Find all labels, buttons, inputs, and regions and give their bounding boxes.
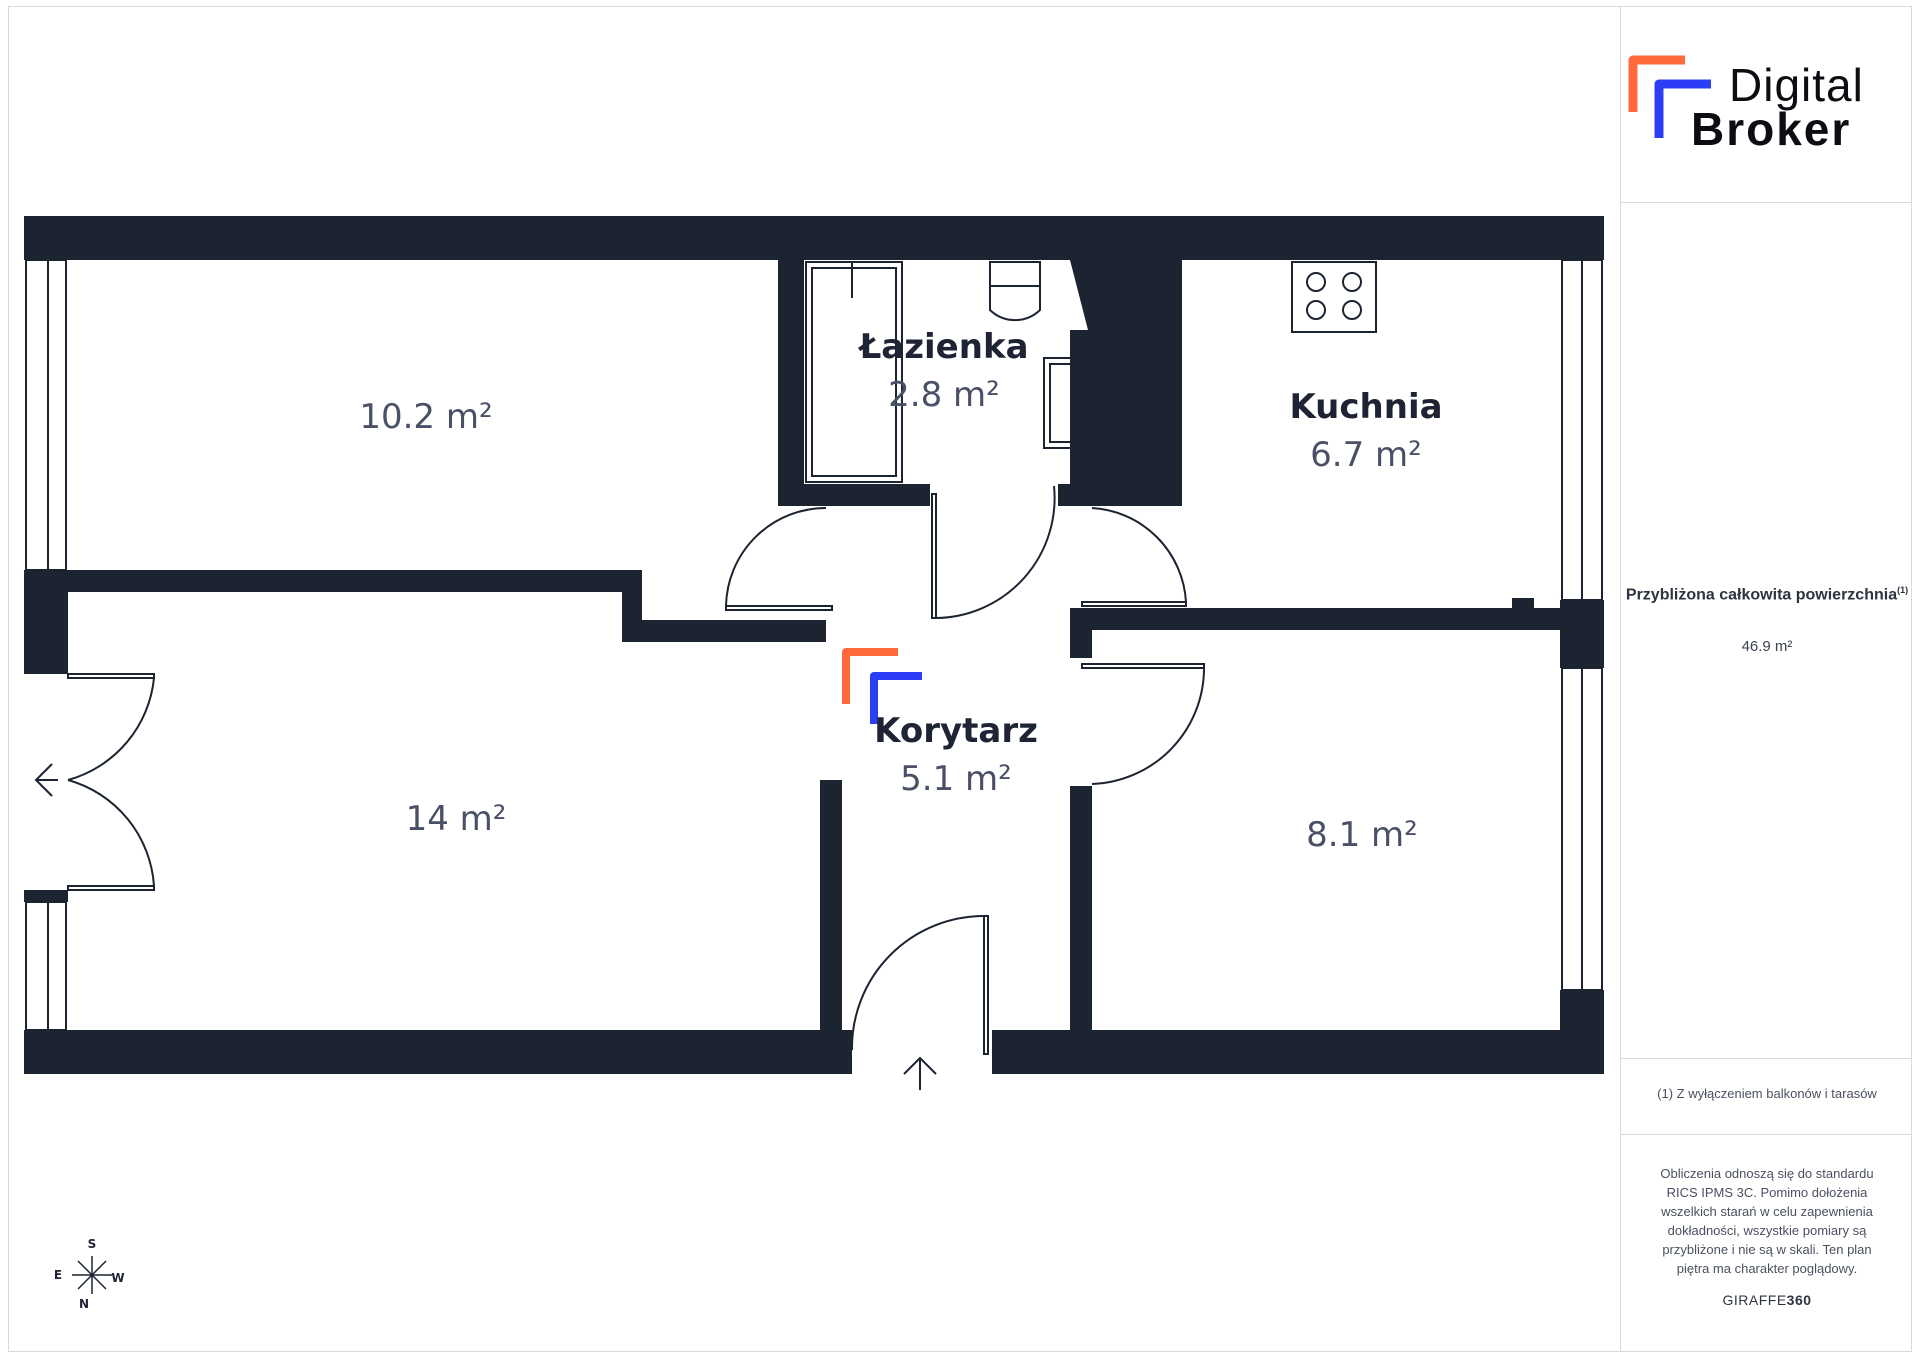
room-area: 2.8 m² bbox=[888, 375, 1000, 415]
logo-mark-blue-icon bbox=[870, 672, 922, 724]
compass-n: N bbox=[79, 1297, 89, 1311]
sidebar: Digital Broker Przybliżona całkowita pow… bbox=[1620, 6, 1912, 1352]
sidebar-divider bbox=[1621, 1134, 1912, 1135]
compass-rose-icon bbox=[72, 1256, 112, 1294]
total-area-footnote-marker: (1) bbox=[1897, 585, 1909, 595]
brand-name: Digital Broker bbox=[1691, 62, 1864, 152]
walls bbox=[24, 216, 1604, 1074]
entrance-arrow-icon bbox=[903, 1056, 937, 1090]
compass-e: E bbox=[54, 1268, 62, 1282]
room-label: Łazienka bbox=[857, 327, 1028, 367]
logo-mark-orange-icon bbox=[842, 648, 898, 704]
compass-s: S bbox=[88, 1237, 97, 1251]
credit-bold: 360 bbox=[1786, 1292, 1812, 1308]
compass-w: W bbox=[111, 1271, 124, 1285]
brand-name-line1: Digital bbox=[1729, 59, 1864, 111]
total-area-title: Przybliżona całkowita powierzchnia(1) bbox=[1621, 578, 1913, 607]
room-labels: 10.2 m² Łazienka 2.8 m² Kuchnia 6.7 m² 1… bbox=[359, 327, 1442, 855]
windows bbox=[25, 259, 1603, 1031]
room-label: Korytarz bbox=[874, 711, 1038, 751]
total-area-title-text: Przybliżona całkowita powierzchnia bbox=[1625, 586, 1898, 604]
floor-plan: 10.2 m² Łazienka 2.8 m² Kuchnia 6.7 m² 1… bbox=[24, 216, 1604, 1311]
entrance-arrows bbox=[34, 763, 937, 1090]
room-label: Kuchnia bbox=[1289, 387, 1442, 427]
fixtures bbox=[805, 261, 1377, 483]
total-area-value: 46.9 m² bbox=[1741, 638, 1793, 655]
balcony-arrow-icon bbox=[34, 763, 58, 797]
room-area: 8.1 m² bbox=[1306, 815, 1418, 855]
credit-light: GIRAFFE bbox=[1722, 1292, 1787, 1308]
credit: GIRAFFE360 bbox=[1621, 1292, 1913, 1308]
room-area: 5.1 m² bbox=[900, 759, 1012, 799]
brand-logo-mark-icon bbox=[1628, 55, 1711, 138]
room-area: 10.2 m² bbox=[359, 397, 492, 437]
brand-name-line2: Broker bbox=[1691, 103, 1852, 155]
footnote: (1) Z wyłączeniem balkonów i tarasów bbox=[1657, 1086, 1877, 1101]
disclaimer: Obliczenia odnoszą się do standardu RICS… bbox=[1660, 1166, 1874, 1276]
sidebar-divider bbox=[1621, 1058, 1912, 1059]
brand-logo: Digital Broker bbox=[1621, 6, 1913, 202]
center-logo-mark bbox=[842, 648, 922, 724]
compass: S E W N bbox=[54, 1237, 125, 1311]
room-area: 6.7 m² bbox=[1310, 435, 1422, 475]
room-area: 14 m² bbox=[406, 799, 507, 839]
page-frame bbox=[8, 6, 1912, 1352]
doors bbox=[67, 485, 1205, 1055]
sidebar-divider bbox=[1621, 202, 1912, 203]
